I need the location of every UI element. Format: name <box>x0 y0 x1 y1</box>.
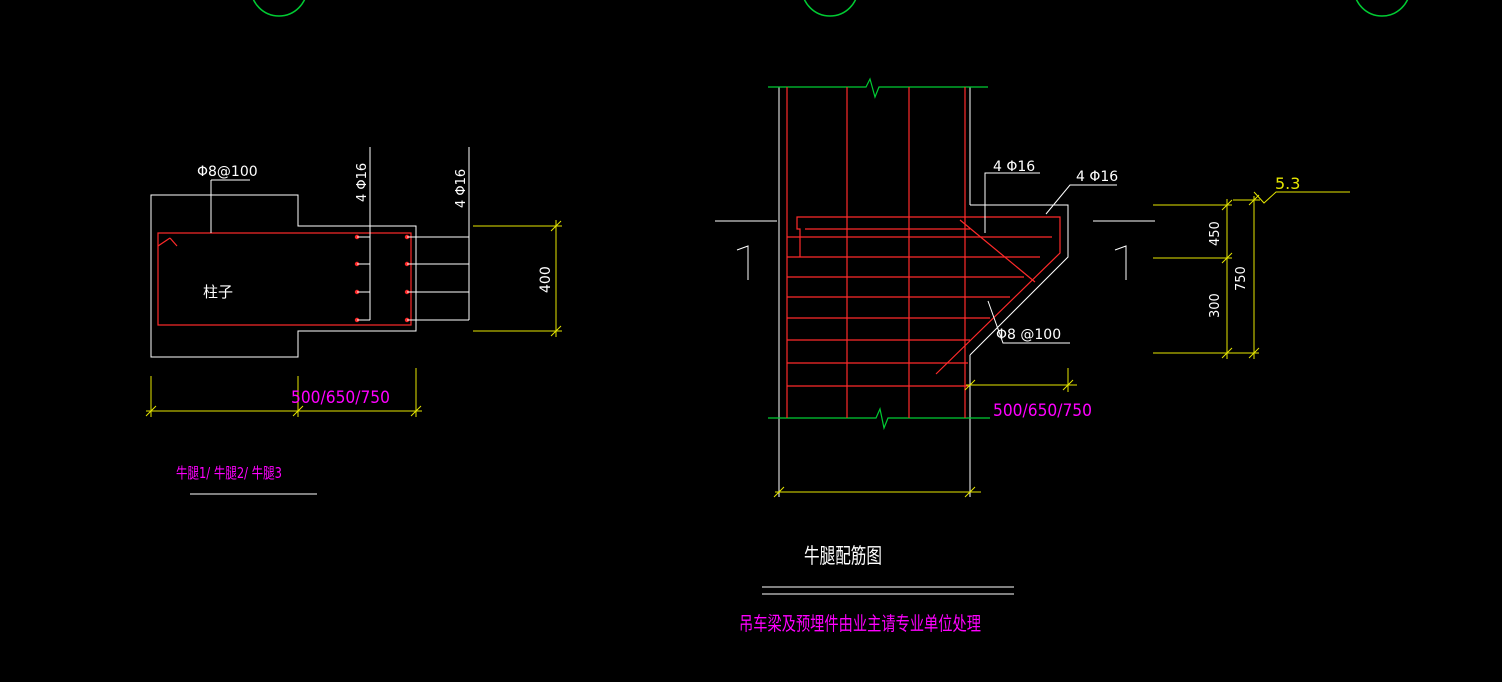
section-leaders <box>715 172 1155 344</box>
drawing-note: 吊车梁及预埋件由业主请专业单位处理 <box>739 613 981 635</box>
plan-dim-width: 500/650/750 <box>291 388 390 408</box>
axis-bubble-1 <box>252 0 306 17</box>
axis-bubble-3 <box>1355 0 1409 17</box>
plan-column-label: 柱子 <box>203 283 233 301</box>
plan-view: Φ8@100 4 Φ16 4 Φ16 柱子 400 500/650/750 牛腿… <box>145 147 562 495</box>
plan-leaders <box>210 147 470 321</box>
section-top-bar-label: 4 Φ16 <box>993 159 1035 175</box>
plan-dim-height: 400 <box>538 266 554 293</box>
plan-stirrup-label: Φ8@100 <box>197 164 258 180</box>
plan-stirrup <box>157 232 412 326</box>
section-break-lines <box>768 77 990 431</box>
section-dim-300: 300 <box>1208 293 1223 318</box>
section-stirrups <box>787 236 1052 387</box>
section-view: 4 Φ16 4 Φ16 Φ8 @100 500/650/750 450 300 … <box>715 77 1350 635</box>
section-dim-750: 750 <box>1234 266 1249 291</box>
drawing-title: 牛腿配筋图 <box>804 544 882 568</box>
plan-outline <box>150 194 417 358</box>
plan-dimensions <box>145 220 562 417</box>
plan-bar-label-2: 4 Φ16 <box>454 169 469 208</box>
section-slope-bar-label: 4 Φ16 <box>1076 169 1118 185</box>
section-dim-width: 500/650/750 <box>993 401 1092 421</box>
section-corbel-bars <box>796 216 1061 375</box>
section-title-underline <box>762 586 1014 595</box>
plan-rebar-dots <box>354 234 410 323</box>
section-outline <box>778 87 1069 497</box>
section-stirrup-label: Φ8 @100 <box>996 327 1061 343</box>
section-dim-450: 450 <box>1208 221 1223 246</box>
section-elevation: 5.3 <box>1275 174 1300 193</box>
axis-bubbles <box>252 0 1409 17</box>
axis-bubble-2 <box>803 0 857 17</box>
plan-bar-label-1: 4 Φ16 <box>355 163 370 202</box>
section-vertical-bars <box>786 87 966 418</box>
section-dimensions <box>773 191 1350 498</box>
plan-corbel-names: 牛腿1/ 牛腿2/ 牛腿3 <box>176 464 282 482</box>
